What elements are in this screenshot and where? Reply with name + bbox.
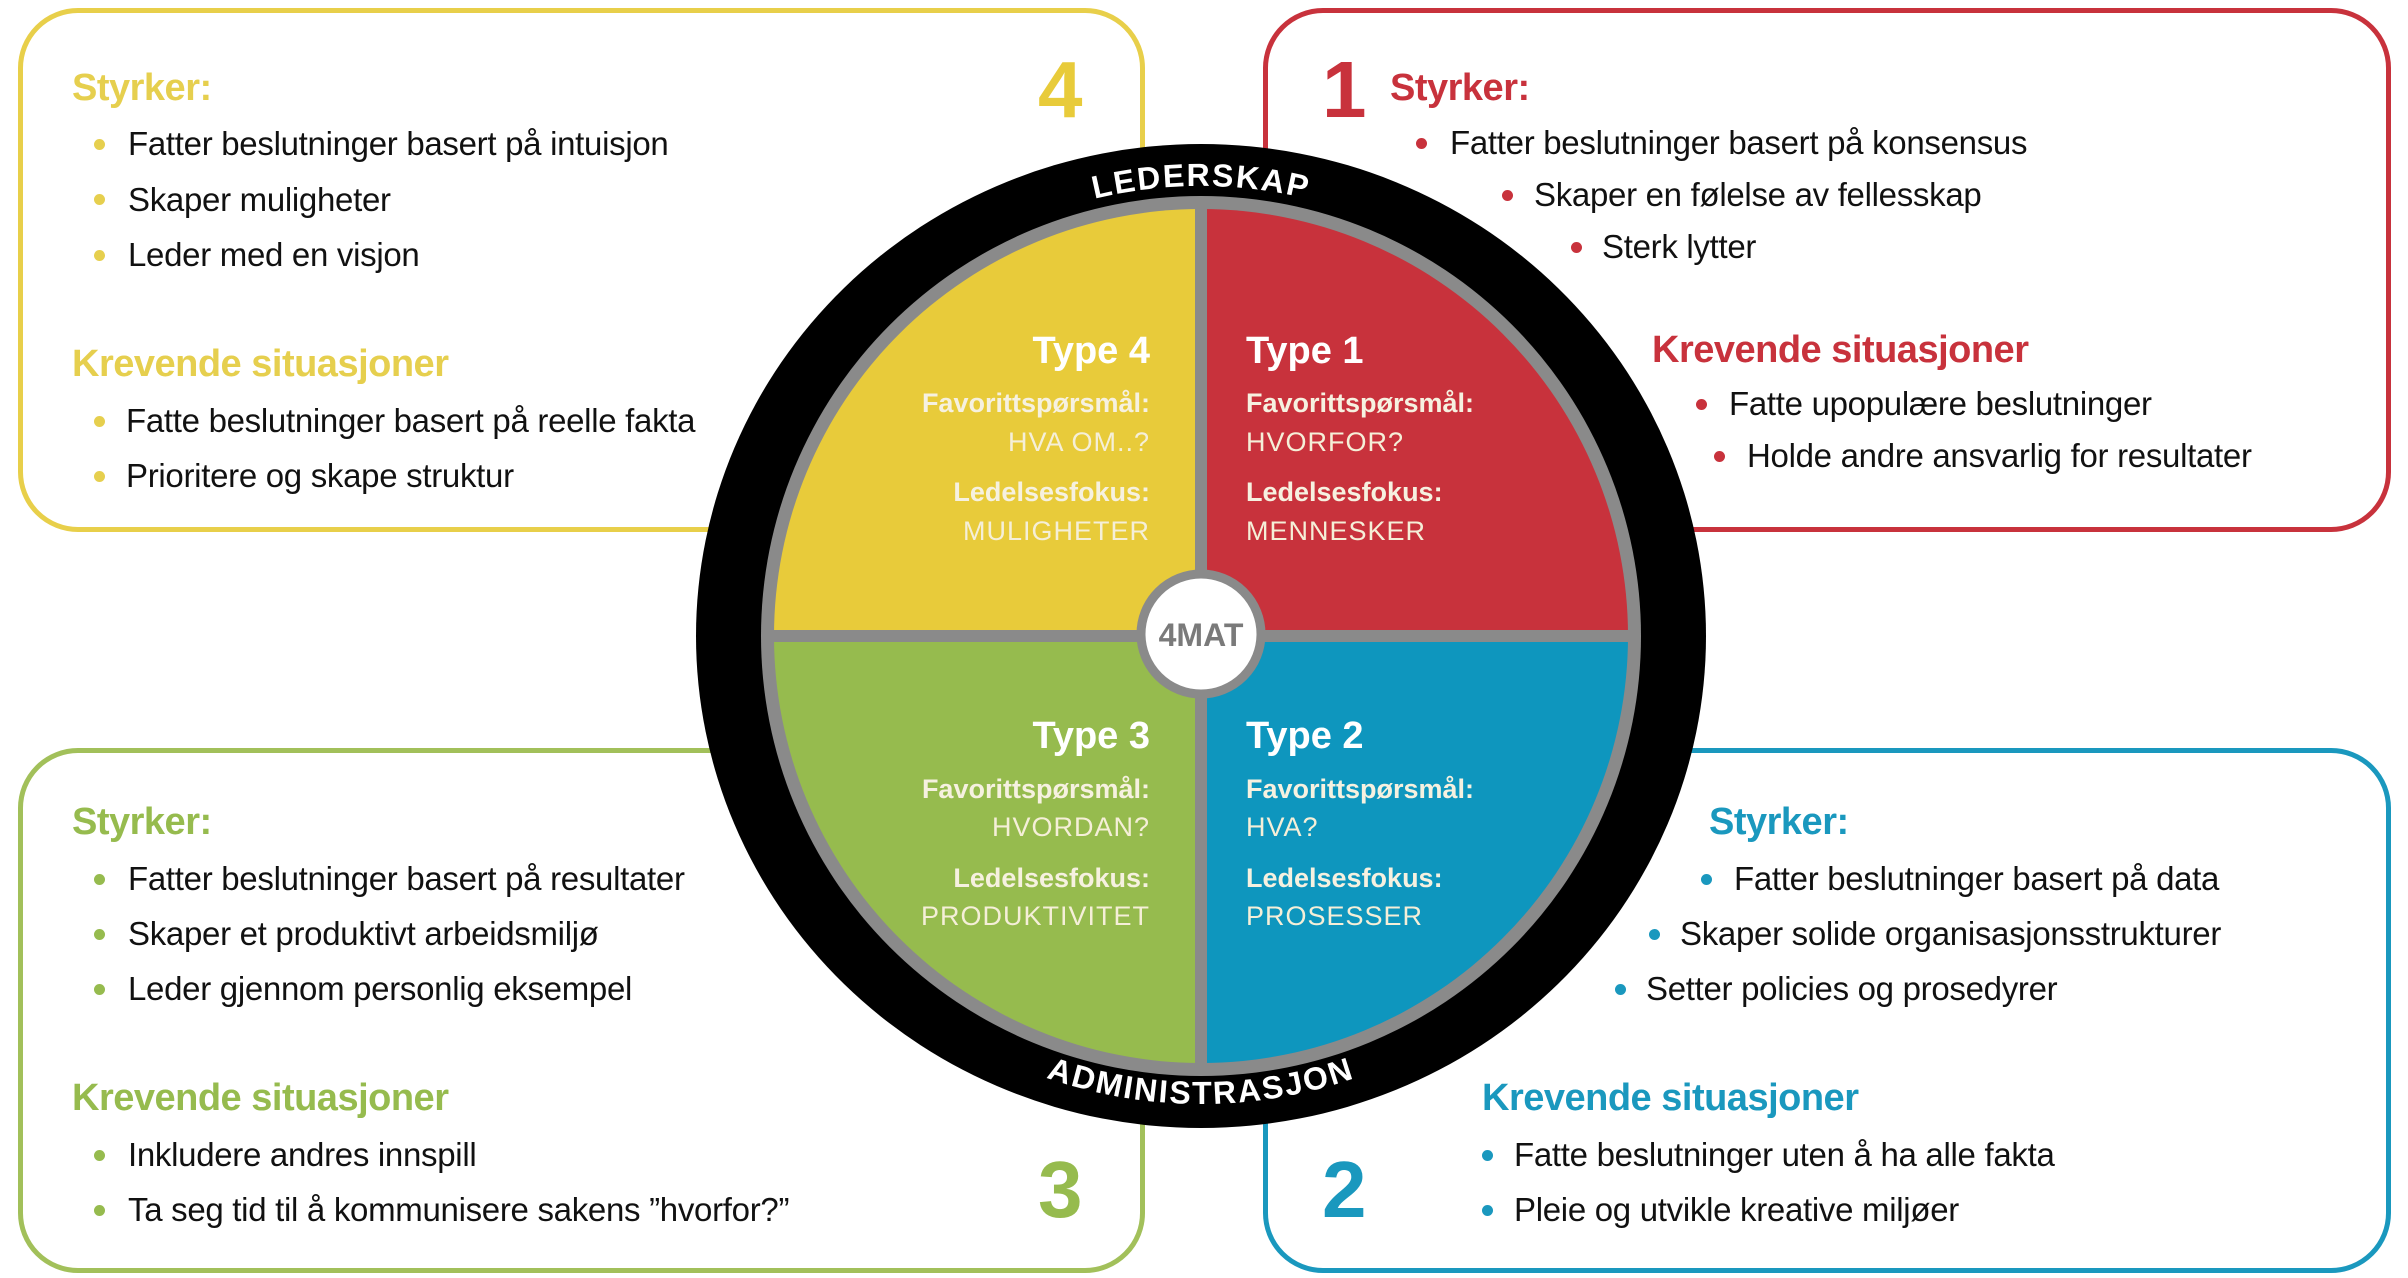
center-label: 4MAT (1159, 617, 1244, 653)
list-item: Leder gjennom personlig eksempel (128, 970, 633, 1007)
quadrant-title: Type 4 (1032, 330, 1150, 372)
strengths-heading: Styrker: (72, 801, 212, 843)
list-item: Fatter beslutninger basert på data (1734, 860, 2220, 897)
challenges-heading: Krevende situasjoner (72, 1077, 449, 1119)
list-item: Skaper muligheter (128, 181, 391, 218)
challenges-heading: Krevende situasjoner (1652, 329, 2029, 371)
box-number-3: 3 (1038, 1145, 1083, 1234)
bullet-icon (1696, 399, 1707, 410)
list-item: Prioritere og skape struktur (126, 457, 514, 494)
bullet-icon (1649, 929, 1660, 940)
bullet-icon (1502, 190, 1513, 201)
bullet-icon (94, 1150, 105, 1161)
bullet-icon (94, 416, 105, 427)
list-item: Fatter beslutninger basert på konsensus (1450, 124, 2028, 161)
list-item: Fatter beslutninger basert på resultater (128, 860, 685, 897)
bullet-icon (94, 194, 105, 205)
strengths-heading: Styrker: (1709, 801, 1849, 843)
box-number-4: 4 (1038, 45, 1083, 134)
question-value: HVA? (1246, 812, 1319, 842)
focus-value: PRODUKTIVITET (920, 901, 1150, 931)
bullet-icon (94, 1205, 105, 1216)
challenges-heading: Krevende situasjoner (72, 343, 449, 385)
center-circle (1136, 569, 1266, 699)
focus-value: MULIGHETER (962, 516, 1150, 546)
question-value: HVORDAN? (991, 812, 1150, 842)
list-item: Fatte beslutninger uten å ha alle fakta (1514, 1136, 2055, 1173)
list-item: Holde andre ansvarlig for resultater (1747, 437, 2252, 474)
focus-label: Ledelsesfokus: (953, 477, 1150, 507)
bullet-icon (1615, 984, 1626, 995)
focus-label: Ledelsesfokus: (1246, 863, 1443, 893)
bullet-icon (94, 139, 105, 150)
quadrant-title: Type 2 (1246, 715, 1364, 757)
bullet-icon (1701, 874, 1712, 885)
focus-label: Ledelsesfokus: (953, 863, 1150, 893)
bullet-icon (94, 874, 105, 885)
question-label: Favorittspørsmål: (921, 774, 1150, 804)
bullet-icon (1482, 1205, 1493, 1216)
strengths-heading: Styrker: (72, 67, 212, 109)
list-item: Fatte upopulære beslutninger (1729, 385, 2152, 422)
list-item: Skaper et produktivt arbeidsmiljø (128, 915, 599, 952)
bullet-icon (94, 929, 105, 940)
question-label: Favorittspørsmål: (1246, 388, 1475, 418)
bullet-icon (1416, 138, 1427, 149)
question-label: Favorittspørsmål: (921, 388, 1150, 418)
list-item: Skaper solide organisasjonsstrukturer (1680, 915, 2222, 952)
bullet-icon (94, 984, 105, 995)
box-number-2: 2 (1322, 1145, 1367, 1234)
list-item: Pleie og utvikle kreative miljøer (1514, 1191, 1959, 1228)
strengths-heading: Styrker: (1390, 67, 1530, 109)
question-label: Favorittspørsmål: (1246, 774, 1475, 804)
bullet-icon (1571, 242, 1582, 253)
bullet-icon (1482, 1150, 1493, 1161)
list-item: Fatte beslutninger basert på reelle fakt… (126, 402, 696, 439)
quadrant-title: Type 1 (1246, 330, 1364, 372)
focus-value: MENNESKER (1246, 516, 1427, 546)
list-item: Ta seg tid til å kommunisere sakens ”hvo… (128, 1191, 790, 1228)
list-item: Setter policies og prosedyrer (1646, 970, 2058, 1007)
bullet-icon (94, 471, 105, 482)
list-item: Sterk lytter (1602, 228, 1757, 265)
list-item: Skaper en følelse av fellesskap (1534, 176, 1982, 213)
focus-value: PROSESSER (1246, 901, 1424, 931)
question-value: HVORFOR? (1246, 427, 1405, 457)
quadrant-title: Type 3 (1032, 715, 1150, 757)
list-item: Leder med en visjon (128, 236, 420, 273)
focus-label: Ledelsesfokus: (1246, 477, 1443, 507)
list-item: Inkludere andres innspill (128, 1136, 477, 1173)
bullet-icon (94, 250, 105, 261)
challenges-heading: Krevende situasjoner (1482, 1077, 1859, 1119)
bullet-icon (1714, 451, 1725, 462)
box-number-1: 1 (1322, 45, 1367, 134)
question-value: HVA OM..? (1007, 427, 1150, 457)
list-item: Fatter beslutninger basert på intuisjon (128, 125, 669, 162)
